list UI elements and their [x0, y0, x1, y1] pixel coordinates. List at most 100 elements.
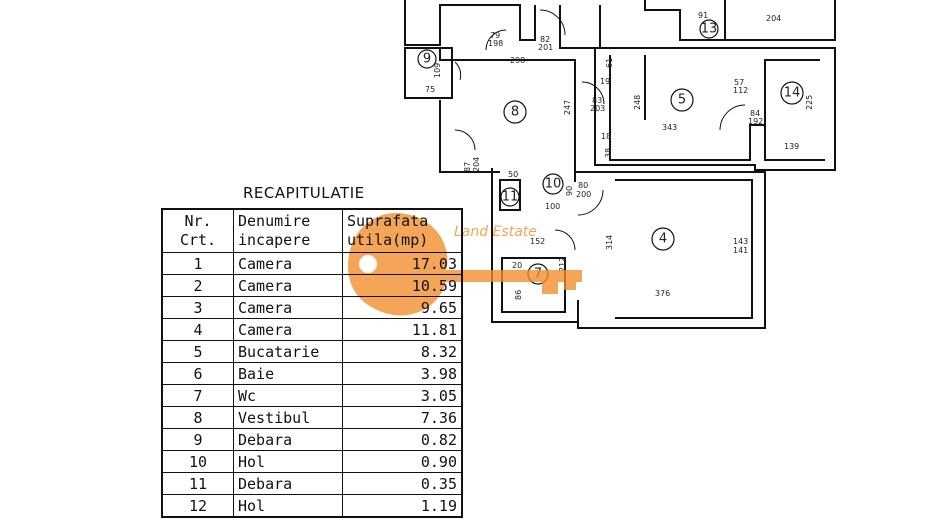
door-arc-6 — [719, 104, 746, 131]
dim-label: 83 — [592, 96, 602, 105]
header-name: Denumire incapere — [233, 208, 343, 253]
header-area: Suprafata utila(mp) — [342, 208, 463, 253]
room-5-circle — [670, 88, 694, 112]
header-name-line2: incapere — [238, 231, 311, 249]
door-arc-3 — [454, 61, 462, 81]
dim-label: 109 — [433, 63, 442, 78]
dim-label: 152 — [530, 237, 545, 246]
door-arc-8 — [554, 229, 576, 251]
row-nr-cell: 8 — [161, 406, 234, 429]
door-arc-1 — [485, 29, 507, 51]
header-area-line2: utila(mp) — [347, 231, 429, 249]
room-4-circle — [651, 227, 675, 251]
dim-label: 204 — [472, 157, 481, 172]
dim-label: 248 — [633, 95, 642, 110]
dim-label: 203 — [590, 104, 605, 113]
row-name-cell: Hol — [233, 450, 343, 473]
recap-header-row: Nr. Crt. Denumire incapere Suprafata uti… — [161, 208, 463, 253]
row-nr-cell: 3 — [161, 296, 234, 319]
row-nr-cell: 6 — [161, 362, 234, 385]
row-name-cell: Camera — [233, 274, 343, 297]
room-8-label: 8 — [511, 105, 519, 120]
dim-label: 38 — [604, 148, 613, 158]
row-area-cell: 11.81 — [342, 318, 463, 341]
dim-label: 200 — [576, 190, 591, 199]
header-name-line1: Denumire — [238, 212, 311, 230]
dim-label: 50 — [508, 170, 518, 179]
wall-room14 — [764, 60, 825, 161]
room-5-label: 5 — [678, 93, 686, 108]
dim-label: 75 — [425, 85, 435, 94]
row-area-cell: 0.82 — [342, 428, 463, 451]
dim-label: 112 — [733, 86, 748, 95]
recap-title: RECAPITULATIE — [243, 184, 365, 202]
dim-label: 212 — [558, 257, 567, 272]
row-area-cell: 8.32 — [342, 340, 463, 363]
dim-label: 298 — [510, 56, 525, 65]
row-name-cell: Hol — [233, 494, 343, 518]
room-8-circle — [503, 100, 527, 124]
door-arc-2 — [539, 9, 566, 36]
row-name-cell: Debara — [233, 472, 343, 495]
row-name-cell: Baie — [233, 362, 343, 385]
room-10-label: 10 — [545, 177, 562, 192]
wall-right-top — [644, 0, 726, 41]
dim-label: 20 — [512, 261, 522, 270]
row-area-cell: 17.03 — [342, 252, 463, 275]
room-13-circle — [699, 19, 719, 39]
dim-label: 376 — [655, 289, 670, 298]
row-name-cell: Wc — [233, 384, 343, 407]
header-area-line1: Suprafata — [347, 212, 429, 230]
header-nr-line2: Crt. — [179, 231, 217, 249]
dim-label: 79 — [490, 31, 500, 40]
row-name-cell: Camera — [233, 318, 343, 341]
row-nr-cell: 12 — [161, 494, 234, 518]
header-nr: Nr. Crt. — [161, 208, 234, 253]
room-4-label: 4 — [659, 232, 667, 247]
row-name-cell: Vestibul — [233, 406, 343, 429]
room-13-label: 13 — [701, 22, 718, 37]
dim-label: 192 — [748, 117, 763, 126]
row-name-cell: Camera — [233, 252, 343, 275]
row-name-cell: Camera — [233, 296, 343, 319]
row-area-cell: 1.19 — [342, 494, 463, 518]
door-arc-5 — [581, 81, 605, 105]
dim-label: 143 — [733, 237, 748, 246]
wall-room9 — [404, 47, 453, 99]
dim-label: 86 — [514, 290, 523, 300]
wall-right-frame — [725, 0, 836, 41]
room-11-label: 11 — [502, 190, 519, 205]
row-nr-cell: 5 — [161, 340, 234, 363]
row-area-cell: 3.05 — [342, 384, 463, 407]
header-nr-line1: Nr. — [184, 212, 212, 230]
row-nr-cell: 10 — [161, 450, 234, 473]
dim-label: 80 — [578, 181, 588, 190]
row-nr-cell: 2 — [161, 274, 234, 297]
wall-top-left — [404, 0, 536, 46]
dim-label: 100 — [545, 202, 560, 211]
dim-label: 225 — [805, 95, 814, 110]
row-area-cell: 7.36 — [342, 406, 463, 429]
wall-room4 — [575, 171, 766, 329]
row-area-cell: 0.90 — [342, 450, 463, 473]
wall-vestibul — [439, 48, 576, 182]
dim-label: 91 — [698, 11, 708, 20]
dim-label: 90 — [565, 186, 574, 196]
recap-table: Nr. Crt. Denumire incapere Suprafata uti… — [161, 208, 463, 518]
row-nr-cell: 1 — [161, 252, 234, 275]
row-nr-cell: 9 — [161, 428, 234, 451]
dim-label: 18 — [601, 132, 611, 141]
row-area-cell: 10.59 — [342, 274, 463, 297]
dim-label: 198 — [488, 39, 503, 48]
